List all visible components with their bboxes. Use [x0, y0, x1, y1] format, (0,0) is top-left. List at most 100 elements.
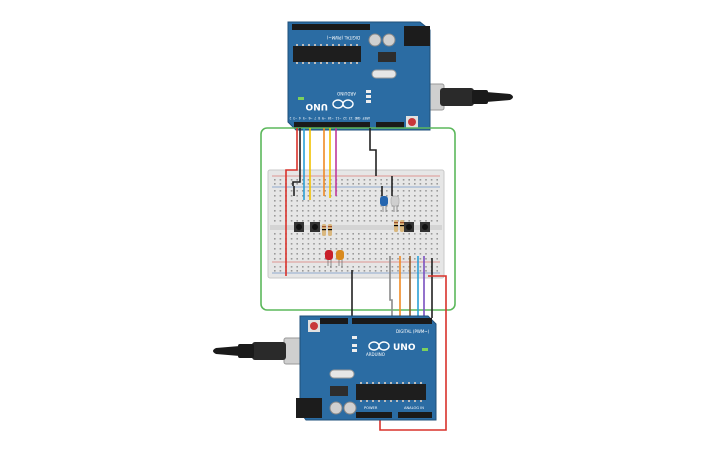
breadboard-hole [386, 179, 388, 181]
breadboard-hole [279, 190, 282, 192]
breadboard-hole [313, 258, 315, 260]
breadboard-hole [369, 270, 371, 272]
capacitor-bottom-1 [329, 401, 343, 415]
breadboard-hole [402, 190, 405, 192]
breadboard-hole [335, 233, 338, 235]
breadboard-hole [408, 195, 410, 197]
arduino-bottom-header-power-lower [356, 412, 392, 418]
breadboard-hole [402, 266, 405, 268]
capacitor-top-2 [382, 33, 396, 47]
breadboard-hole [352, 210, 354, 212]
pushbutton-4[interactable] [420, 222, 430, 232]
arduino-bottom-header-digital [352, 318, 432, 324]
breadboard-hole [346, 179, 349, 181]
pushbutton-1[interactable] [294, 222, 304, 232]
breadboard-hole [358, 220, 360, 222]
breadboard-hole [302, 243, 304, 245]
breadboard-hole [313, 220, 315, 222]
breadboard-hole [346, 248, 349, 250]
breadboard-hole [274, 190, 276, 192]
breadboard-hole [313, 179, 315, 181]
breadboard-hole [318, 258, 321, 260]
breadboard-hole [279, 210, 282, 212]
breadboard-hole [374, 253, 377, 255]
breadboard-hole [330, 248, 332, 250]
breadboard-hole [352, 220, 354, 222]
breadboard-hole [302, 190, 304, 192]
breadboard-hole [307, 183, 310, 185]
arduino-top-header-note: AREF GND 13 12 ~11 ~10 ~9 8 7 ~6 ~5 4 ~3… [274, 116, 370, 120]
breadboard-hole [274, 183, 276, 185]
arduino-top[interactable]: DIGITAL (PWM~) UNO A [274, 21, 513, 131]
breadboard-hole [425, 233, 427, 235]
breadboard-hole [335, 238, 338, 240]
breadboard-hole [397, 215, 399, 217]
breadboard-hole [363, 183, 366, 185]
breadboard-hole [436, 220, 438, 222]
breadboard-hole [318, 266, 321, 268]
breadboard-hole [302, 200, 304, 202]
breadboard-hole [307, 270, 310, 272]
breadboard-hole [369, 253, 371, 255]
atmega-chip-top [293, 46, 361, 62]
breadboard-hole [290, 266, 293, 268]
breadboard-hole [414, 183, 416, 185]
breadboard-hole [296, 190, 298, 192]
breadboard-hole [430, 195, 433, 197]
breadboard-hole [296, 200, 298, 202]
chip-pins-top [296, 44, 358, 64]
breadboard-hole [363, 233, 366, 235]
reset-button-top-icon[interactable] [406, 116, 418, 128]
breadboard-hole [425, 200, 427, 202]
breadboard-hole [402, 205, 405, 207]
breadboard-hole [408, 243, 410, 245]
breadboard-hole [279, 233, 282, 235]
breadboard-hole [363, 270, 366, 272]
breadboard-hole [402, 238, 405, 240]
breadboard-hole [352, 238, 354, 240]
breadboard-hole [397, 253, 399, 255]
breadboard-hole [380, 243, 382, 245]
breadboard-hole [346, 233, 349, 235]
breadboard-hole [397, 179, 399, 181]
breadboard-hole [330, 210, 332, 212]
reset-button-bottom-icon[interactable] [308, 320, 320, 332]
breadboard-hole [408, 215, 410, 217]
breadboard-hole [346, 205, 349, 207]
breadboard-hole [436, 190, 438, 192]
arduino-bottom[interactable]: DIGITAL (PWM~) UNO ARDUINO [213, 315, 437, 421]
breadboard-hole [352, 233, 354, 235]
breadboard-hole [335, 248, 338, 250]
pushbutton-2[interactable] [310, 222, 320, 232]
breadboard-hole [391, 215, 394, 217]
breadboard-hole [408, 248, 410, 250]
components [294, 195, 430, 268]
breadboard-hole [290, 258, 293, 260]
breadboard-hole [374, 248, 377, 250]
resistor-3 [394, 220, 398, 232]
capacitor-top-1 [368, 33, 382, 47]
breadboard-hole [341, 210, 343, 212]
breadboard-hole [397, 248, 399, 250]
breadboard-hole [402, 215, 405, 217]
breadboard-hole [414, 258, 416, 260]
pushbutton-3[interactable] [404, 222, 414, 232]
breadboard-hole [386, 215, 388, 217]
arduino-top-digital-label: DIGITAL (PWM~) [326, 35, 360, 40]
breadboard-hole [374, 266, 377, 268]
arduino-bottom-model: UNO [393, 343, 416, 353]
breadboard-hole [369, 266, 371, 268]
breadboard-hole [374, 200, 377, 202]
breadboard-hole [318, 238, 321, 240]
breadboard-hole [358, 253, 360, 255]
breadboard-hole [307, 179, 310, 181]
breadboard-hole [363, 190, 366, 192]
wire-red-vcc [285, 128, 298, 276]
breadboard-hole [302, 195, 304, 197]
breadboard-hole [279, 243, 282, 245]
breadboard-hole [419, 215, 422, 217]
breadboard-hole [313, 215, 315, 217]
breadboard-hole [346, 270, 349, 272]
breadboard-hole [363, 205, 366, 207]
